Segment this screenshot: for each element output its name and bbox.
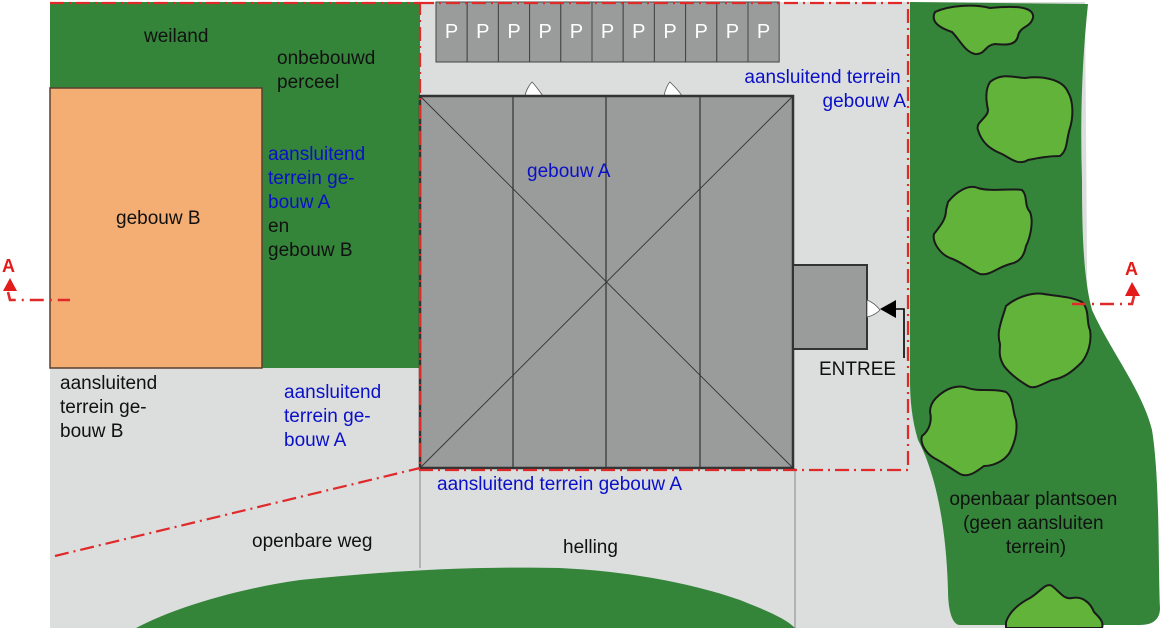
parking-label: P [539, 21, 552, 43]
label-entree: ENTREE [819, 359, 896, 380]
door-icon [663, 81, 683, 97]
label-gebouw-a: gebouw A [527, 161, 611, 182]
parking-spot [435, 1, 468, 63]
label-openbare-weg: openbare weg [252, 531, 372, 552]
parking-label: P [507, 21, 520, 43]
entree-door-icon [866, 299, 881, 318]
plot-boundary-a [418, 1, 910, 472]
parking-label: P [695, 21, 708, 43]
parking-label: P [632, 21, 645, 43]
parking-label: P [757, 21, 770, 43]
svg-text:A: A [2, 256, 15, 276]
parking-label: P [726, 21, 739, 43]
svg-text:A: A [1125, 259, 1138, 279]
tree [1005, 584, 1104, 629]
label-terrein-a-top: aansluitend terrein gebouw A [744, 67, 906, 112]
bottom-margin [0, 628, 1164, 644]
section-marker-left: A [2, 256, 70, 302]
parking-label: P [445, 21, 458, 43]
parking-label: P [601, 21, 614, 43]
door-icon [524, 81, 544, 97]
label-plantsoen: openbaar plantsoen (geen aansluiten terr… [949, 489, 1122, 558]
parking-spot [716, 1, 749, 63]
entree-annex [792, 264, 868, 350]
label-helling: helling [563, 537, 618, 558]
parking-spot [591, 1, 624, 63]
parking-spot [653, 1, 687, 63]
tree [997, 292, 1092, 389]
gebouw-b [49, 87, 263, 369]
label-terrein-a-bottom: aansluitend terrein gebouw A [437, 474, 682, 495]
gebouw-a [418, 94, 795, 470]
label-onbebouwd-perceel: onbebouwd perceel [277, 48, 381, 93]
label-weiland: weiland [143, 26, 208, 47]
entree-arrow-icon [880, 300, 905, 358]
tree [932, 4, 1035, 56]
section-marker-right: A [1072, 259, 1140, 306]
green-mound [136, 567, 795, 628]
parking-label: P [570, 21, 583, 43]
label-terrein-b: aansluitend terrein ge- bouw B [60, 373, 162, 442]
parking-spot [497, 1, 531, 63]
parking-spot [685, 1, 718, 63]
label-terrein-a-left: aansluitend terrein ge- bouw A [284, 382, 386, 451]
parking-label: P [476, 21, 489, 43]
label-terrein-a-and-b: aansluitend terrein ge- bouw A [268, 144, 370, 213]
parking-label: P [663, 21, 676, 43]
parking-spot [529, 1, 562, 63]
tree [920, 385, 1018, 477]
parking-spot [466, 1, 499, 63]
label-en-gebouw-b: en gebouw B [268, 216, 353, 261]
parking-spot [747, 1, 780, 63]
parking-spot [560, 1, 593, 63]
tree [976, 75, 1074, 164]
label-gebouw-b: gebouw B [116, 208, 201, 229]
tree [932, 186, 1033, 276]
plot-boundary-diagonal [54, 466, 421, 558]
